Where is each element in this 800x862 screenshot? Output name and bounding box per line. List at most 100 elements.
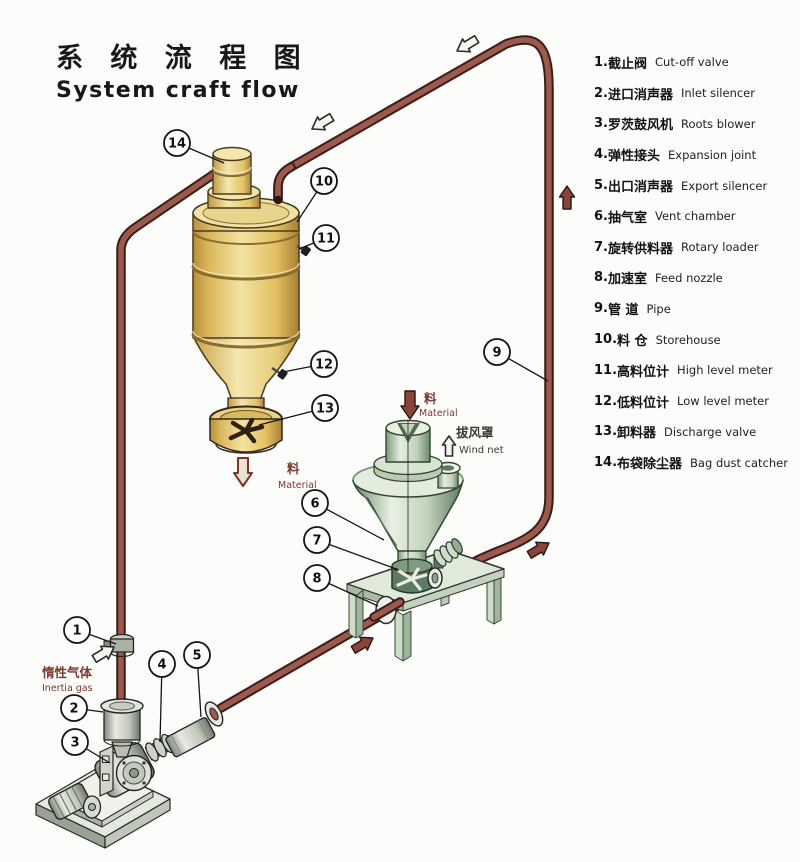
table-leg	[394, 609, 412, 662]
export-silencer	[165, 701, 224, 758]
legend-item-number: 12.	[594, 393, 618, 409]
return-gas-pipe	[116, 167, 222, 708]
feed-nozzle	[369, 595, 405, 625]
callout-circle	[301, 489, 329, 517]
flow-arrow-ne-icon	[350, 636, 374, 654]
callout-number: 1	[72, 624, 81, 639]
legend-item-zh: 加速室	[607, 272, 647, 288]
legend-item-number: 4.	[594, 147, 608, 163]
legend-item-zh: 抽气室	[607, 210, 647, 226]
legend-item-number: 14.	[594, 455, 618, 471]
callout-number: 7	[312, 534, 321, 549]
callout-9: 9	[483, 338, 511, 366]
legend-item-zh: 进口消声器	[607, 87, 673, 103]
legend-item-en: High level meter	[677, 363, 773, 378]
flow-arrow-ne-icon	[91, 645, 115, 664]
legend-item-en: Expansion joint	[668, 147, 757, 162]
callout-number: 13	[316, 402, 334, 417]
material-down-arrow-icon	[400, 390, 420, 420]
legend-item-number: 3.	[594, 116, 608, 132]
callout-12: 12	[310, 350, 338, 378]
callout-circle	[311, 394, 339, 422]
rotary-feeder	[391, 558, 443, 594]
legend-item-en: Rotary loader	[681, 240, 759, 255]
callout-6: 6	[301, 489, 329, 517]
legend-item: 3.罗茨鼓风机 Roots blower	[594, 109, 798, 140]
callout-circle	[60, 694, 88, 722]
legend-item: 13.卸料器 Discharge valve	[594, 417, 798, 448]
legend-item: 4.弹性接头 Expansion joint	[594, 139, 798, 170]
legend-item-zh: 料 仓	[617, 334, 648, 350]
legend-item: 10.料 仓 Storehouse	[594, 324, 798, 355]
inertia-gas-label-zh: 惰性气体	[42, 665, 93, 680]
wind-net-label-en: Wind net	[459, 445, 504, 456]
legend-item-number: 10.	[594, 332, 618, 348]
legend-item-number: 5.	[594, 178, 608, 194]
wind-up-arrow-icon	[441, 435, 457, 457]
legend-item-en: Export silencer	[681, 178, 768, 193]
legend-item-en: Pipe	[646, 301, 671, 316]
flow-arrow-sw-icon	[311, 112, 335, 131]
callout-number: 2	[69, 702, 78, 717]
legend-item: 11.高料位计 High level meter	[594, 355, 798, 386]
flex-connector	[433, 538, 463, 569]
callout-circle	[483, 338, 511, 366]
legend-item-en: Cut-off valve	[655, 55, 729, 70]
legend-item: 5.出口消声器 Export silencer	[594, 170, 798, 201]
legend-item-zh: 截止阀	[607, 56, 647, 72]
legend-item-en: Feed nozzle	[655, 270, 723, 285]
inertia-gas-label-en: Inertia gas	[42, 683, 93, 694]
legend-item: 1.截止阀 Cut-off valve	[594, 47, 798, 78]
legend-item-number: 2.	[594, 85, 608, 101]
legend-item-number: 1.	[594, 54, 608, 70]
title-en: System craft flow	[56, 78, 300, 103]
legend-item-en: Bag dust catcher	[690, 455, 788, 470]
legend-item: 14.布袋除尘器 Bag dust catcher	[594, 447, 798, 478]
callout-number: 11	[317, 232, 335, 247]
legend-item: 12.低料位计 Low level meter	[594, 386, 798, 417]
callout-number: 5	[192, 649, 201, 664]
legend-item-zh: 布袋除尘器	[617, 457, 683, 473]
callout-1: 1	[63, 616, 91, 644]
legend-item: 6.抽气室 Vent chamber	[594, 201, 798, 232]
flow-arrows	[91, 34, 576, 664]
legend-item: 9.管 道 Pipe	[594, 293, 798, 324]
flow-arrow-ne-icon	[526, 541, 550, 559]
motor	[48, 783, 102, 820]
legend-item-zh: 出口消声器	[607, 180, 673, 196]
legend-item-number: 9.	[594, 301, 608, 317]
legend-item-number: 7.	[594, 239, 608, 255]
bag-dust-catcher	[207, 146, 261, 209]
flow-arrow-sw-icon	[456, 34, 480, 53]
legend-item-zh: 高料位计	[617, 364, 670, 380]
callout-circle	[303, 526, 331, 554]
callout-circle	[312, 224, 340, 252]
legend-item: 8.加速室 Feed nozzle	[594, 263, 798, 294]
legend-item-number: 13.	[594, 424, 618, 440]
legend-item-en: Vent chamber	[655, 209, 736, 224]
material-label-hopper-en: Material	[419, 408, 458, 419]
legend-item-zh: 旋转供料器	[607, 241, 673, 257]
callout-11: 11	[312, 224, 340, 252]
legend-item-zh: 弹性接头	[607, 149, 660, 165]
inlet-silencer	[100, 698, 144, 758]
callout-number: 8	[312, 572, 321, 587]
tank-body	[192, 229, 300, 339]
legend-item: 2.进口消声器 Inlet silencer	[594, 78, 798, 109]
legend-item-zh: 卸料器	[617, 426, 657, 442]
callout-2: 2	[60, 694, 88, 722]
callout-circle	[61, 728, 89, 756]
legend-item-en: Low level meter	[677, 394, 769, 409]
callout-number: 3	[70, 736, 79, 751]
callout-circle	[63, 616, 91, 644]
callout-4: 4	[148, 650, 176, 678]
material-label-tank-zh: 料	[287, 461, 300, 476]
legend: 1.截止阀 Cut-off valve 2.进口消声器 Inlet silenc…	[594, 47, 798, 478]
callout-circle	[148, 650, 176, 678]
material-label-hopper-zh: 料	[424, 391, 437, 406]
page-title: 系 统 流 程 图 System craft flow	[56, 36, 310, 103]
discharge-rotor	[228, 417, 265, 444]
